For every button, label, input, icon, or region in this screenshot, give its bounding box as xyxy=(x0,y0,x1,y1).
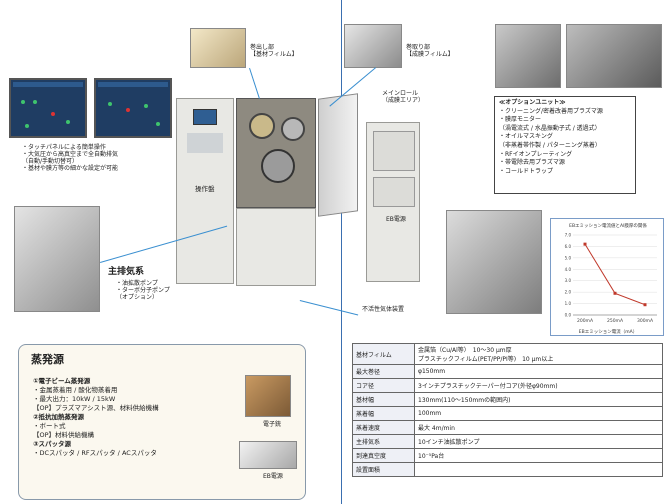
evaporation-source-box: 蒸発源 ①電子ビーム蒸発源 ・金属蒸着用 / 酸化物蒸着用 ・最大出力：10kW… xyxy=(18,344,306,500)
main-pump-title: 主排気系 xyxy=(108,267,145,277)
spec-table: 基材フィルム金属箔（Cu/Al等） 10〜30 μm厚プラスチックフィルム(PE… xyxy=(352,343,663,477)
internal-photo-1 xyxy=(495,24,561,88)
spec-value: 金属箔（Cu/Al等） 10〜30 μm厚プラスチックフィルム(PET/PP/P… xyxy=(414,343,663,365)
touch-panel-screen-2 xyxy=(94,78,172,138)
internal-photo-2 xyxy=(566,24,662,88)
emission-thickness-chart: EBエミッション電流値とAl膜厚の関係 EBエミッション電流（mA） 0.0 1.… xyxy=(550,218,664,336)
series-line xyxy=(584,243,646,306)
spec-key: 蒸着幅 xyxy=(352,406,415,421)
spec-key: 蒸着速度 xyxy=(352,420,415,435)
eb-power-cabinet xyxy=(366,122,420,282)
spec-key: 到達真空度 xyxy=(352,448,415,463)
spec-key: 基材幅 xyxy=(352,392,415,407)
spec-value: 130mm(110〜150mmの範囲内) xyxy=(414,392,663,407)
rewind-photo xyxy=(344,24,402,68)
option-unit-box: ≪オプションユニット≫ ・クリーニング/密着改善用プラズマ源 ・膜厚モニター （… xyxy=(494,96,636,194)
y-tick-label: 6.0 xyxy=(565,244,572,249)
evaporation-title: 蒸発源 xyxy=(31,353,64,366)
table-row: 蒸着速度最大 4m/min xyxy=(352,420,663,435)
evaporation-list: ①電子ビーム蒸発源 ・金属蒸着用 / 酸化物蒸着用 ・最大出力：10kW / 1… xyxy=(33,377,159,457)
spec-value: 最大 4m/min xyxy=(414,420,663,435)
y-tick-label: 1.0 xyxy=(565,301,572,306)
spec-value: 10⁻⁵Pa台 xyxy=(414,448,663,463)
y-tick-label: 5.0 xyxy=(565,255,572,260)
spec-value: 100mm xyxy=(414,406,663,421)
touch-panel-screen-1 xyxy=(9,78,87,138)
control-cabinet xyxy=(176,98,234,284)
divider-line xyxy=(341,0,342,504)
data-point xyxy=(613,291,617,295)
table-row: 設置面積 xyxy=(352,462,663,477)
x-tick-label: 300mA xyxy=(637,318,654,324)
eb-power-label: EB電源 xyxy=(386,216,406,223)
spec-key: 基材フィルム xyxy=(352,343,415,365)
unwind-connector xyxy=(249,68,260,99)
pump-notes: ・油拡散ポンプ・ターボ分子ポンプ（オプション） xyxy=(116,280,170,301)
spec-key: 主排気系 xyxy=(352,434,415,449)
x-tick-label: 250mA xyxy=(607,318,624,324)
y-tick-label: 0.0 xyxy=(565,313,572,318)
pump-photo xyxy=(14,206,100,312)
y-tick-label: 7.0 xyxy=(565,233,572,238)
spec-key: 設置面積 xyxy=(352,462,415,477)
chart-title: EBエミッション電流値とAl膜厚の関係 xyxy=(569,222,647,229)
electron-gun-photo xyxy=(245,375,291,417)
spec-key: コア径 xyxy=(352,378,415,393)
cold-trap-label: 不活性気体装置 xyxy=(362,306,405,313)
table-row: 基材フィルム金属箔（Cu/Al等） 10〜30 μm厚プラスチックフィルム(PE… xyxy=(352,343,663,365)
x-tick-label: 200mA xyxy=(577,318,594,324)
spec-value: 10インチ油拡散ポンプ xyxy=(414,434,663,449)
electron-gun-label: 電子銃 xyxy=(263,421,282,428)
cold-trap-connector xyxy=(299,300,359,316)
vacuum-chamber xyxy=(236,98,316,208)
eb-power-photo xyxy=(239,441,297,469)
main-roll-label: メインロール（成膜エリア） xyxy=(382,90,425,104)
eb-power-photo-label: EB電源 xyxy=(263,473,283,480)
spec-key: 最大巻径 xyxy=(352,364,415,379)
data-point xyxy=(643,303,647,307)
chamber-door xyxy=(318,93,358,217)
y-tick-label: 3.0 xyxy=(565,278,572,283)
chart-svg: EBエミッション電流値とAl膜厚の関係 EBエミッション電流（mA） 0.0 1.… xyxy=(565,222,657,335)
data-point xyxy=(583,242,587,246)
lower-cabinet xyxy=(236,208,316,286)
cold-trap-photo xyxy=(446,210,542,314)
control-panel-label: 操作盤 xyxy=(195,185,215,193)
touch-panel-notes: ・タッチパネルによる簡単操作 ・大気圧から高真空まで全自動排気 （自動/手動切替… xyxy=(22,144,119,172)
y-tick-label: 4.0 xyxy=(565,267,572,272)
spec-value: φ150mm xyxy=(414,364,663,379)
spec-value: 3インチプラスチックテーパー付コア(外径φ90mm) xyxy=(414,378,663,393)
y-tick-label: 2.0 xyxy=(565,290,572,295)
chart-xlabel: EBエミッション電流（mA） xyxy=(579,328,637,335)
unwind-photo xyxy=(190,28,246,68)
spec-value xyxy=(414,462,663,477)
unwind-label: 巻出し部【基材フィルム】 xyxy=(250,44,298,58)
rewind-label: 巻取り部【成膜フィルム】 xyxy=(406,44,454,58)
